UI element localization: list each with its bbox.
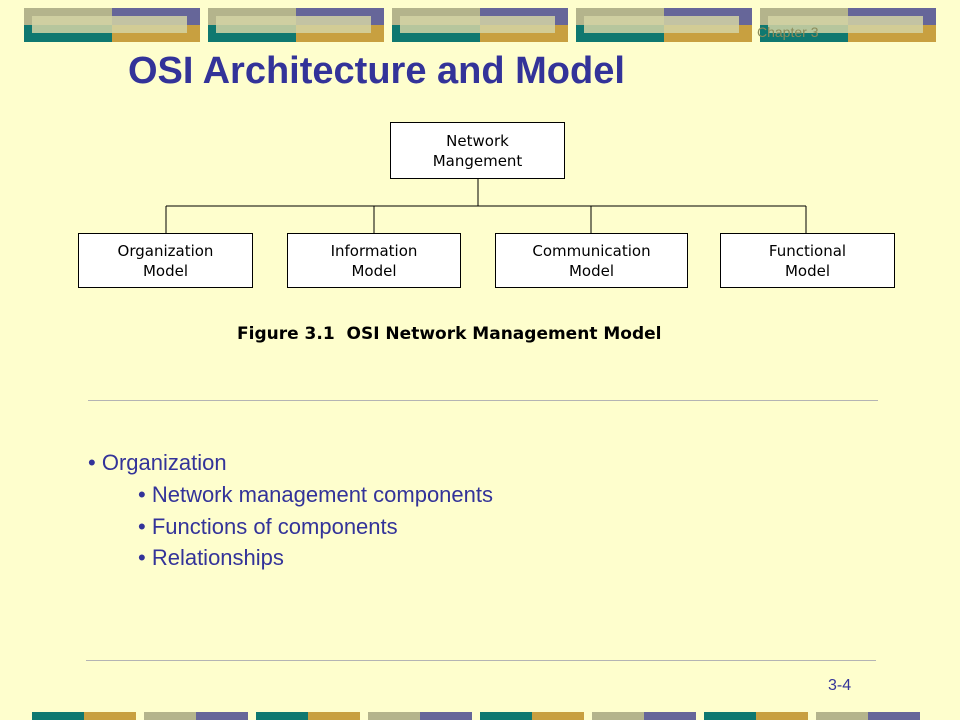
node-network-management: Network Mangement — [390, 122, 565, 179]
top-decorative-band — [0, 0, 960, 44]
figure-caption: Figure 3.1 OSI Network Management Model — [237, 324, 662, 344]
decorative-tile — [208, 8, 384, 42]
divider-upper — [88, 400, 878, 401]
bullet-text: Relationships — [151, 545, 284, 570]
node-label: Model — [142, 261, 189, 280]
bullet-item-sub: • Functions of components — [138, 514, 398, 540]
bullet-text: Network management components — [151, 482, 493, 507]
bullet-dot-icon: • — [138, 514, 152, 539]
chapter-label: Chapter 3 — [757, 24, 819, 40]
divider-lower — [86, 660, 876, 661]
node-label: Model — [568, 261, 615, 280]
node-label: Functional — [768, 241, 847, 260]
page-number: 3-4 — [828, 677, 852, 694]
bullet-item-sub: • Relationships — [138, 545, 284, 571]
bullet-text: Organization — [101, 450, 227, 475]
node-label: Network — [446, 131, 509, 150]
node-label: Mangement — [432, 151, 523, 170]
node-information-model: Information Model — [287, 233, 461, 288]
decorative-tile — [576, 8, 752, 42]
bullet-item-main: • Organization — [88, 450, 227, 476]
bullet-dot-icon: • — [88, 450, 102, 475]
node-label: Information — [330, 241, 418, 260]
decorative-tile — [24, 8, 200, 42]
node-organization-model: Organization Model — [78, 233, 253, 288]
node-functional-model: Functional Model — [720, 233, 895, 288]
diagram-connectors — [165, 179, 807, 233]
bullet-text: Functions of components — [151, 514, 398, 539]
node-communication-model: Communication Model — [495, 233, 688, 288]
bullet-dot-icon: • — [138, 482, 152, 507]
node-label: Communication — [532, 241, 651, 260]
node-label: Model — [351, 261, 397, 280]
decorative-tile — [392, 8, 568, 42]
bottom-decorative-band — [0, 712, 960, 720]
node-label: Organization — [117, 241, 214, 260]
bullet-item-sub: • Network management components — [138, 482, 493, 508]
decorative-tile — [760, 8, 936, 42]
bullet-dot-icon: • — [138, 545, 152, 570]
node-label: Model — [784, 261, 831, 280]
slide-title: OSI Architecture and Model — [128, 50, 625, 92]
